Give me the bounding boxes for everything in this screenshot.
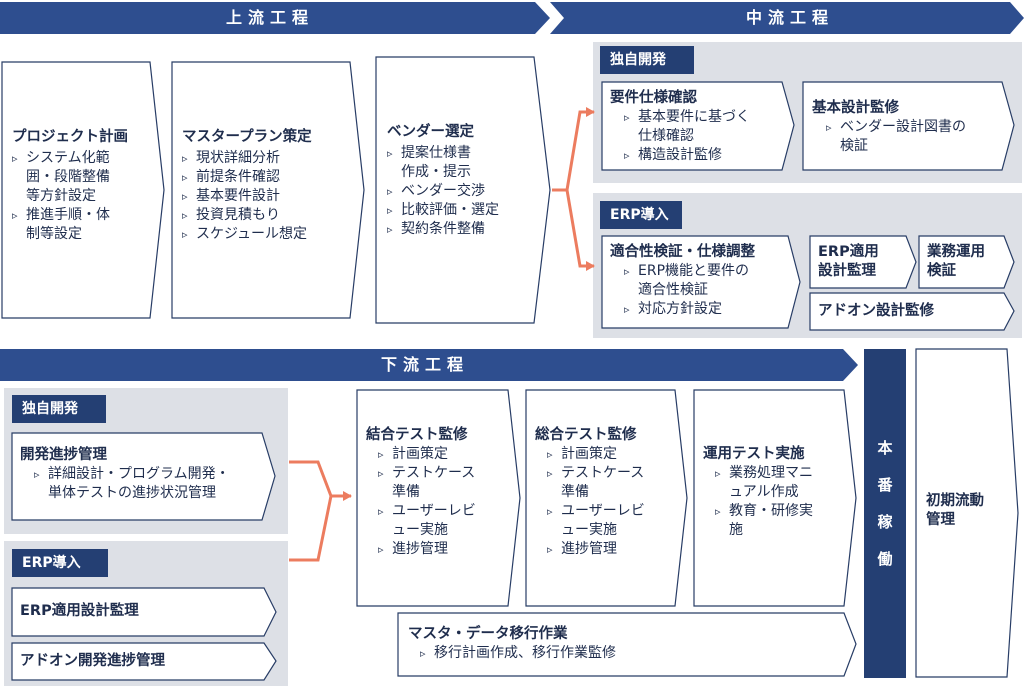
arrow-erp-to-integration: [289, 495, 333, 562]
migration-content: マスタ・データ移行作業 移行計画作成、移行作業監修: [408, 625, 838, 663]
addon-design-title: アドオン設計監修: [818, 303, 934, 319]
project-plan-item: 推進手順・体 制等設定: [12, 206, 152, 244]
system-test-item: テストケース 準備: [547, 464, 685, 502]
addon-progress-box: [11, 642, 277, 681]
project-plan-title: プロジェクト計画: [12, 129, 128, 145]
requirements-item: 基本要件に基づく 仕様確認: [624, 108, 786, 146]
system-test-content: 総合テスト監修 計画策定 テストケース 準備 ユーザーレビ ュー実施 進捗管理: [535, 426, 685, 559]
upstream-banner-label: 上流工程: [225, 8, 314, 27]
midstream-banner: [550, 2, 1024, 34]
requirements-item: 構造設計監修: [624, 146, 786, 165]
mid-erp-tag-label: ERP導入: [610, 207, 669, 223]
ops-check-box: [918, 235, 1015, 289]
arrow-vendor-to-fit: [552, 188, 595, 271]
integration-test-item: 計画策定: [378, 445, 516, 464]
down-custom-tag-label: 独自開発: [22, 401, 78, 417]
upstream-banner: [0, 2, 550, 34]
basic-design-content: 基本設計監修 ベンダー設計図書の 検証: [812, 99, 1008, 156]
integration-test-content: 結合テスト監修 計画策定 テストケース 準備 ユーザーレビ ュー実施 進捗管理: [366, 426, 516, 559]
addon-design-box: [809, 292, 1015, 331]
vendor-selection-content: ベンダー選定 提案仕様書 作成・提示 ベンダー交渉 比較評価・選定 契約条件整備: [387, 123, 537, 239]
go-live-label: 本 番 稼 働: [864, 430, 906, 578]
mid-custom-tag: [600, 46, 694, 74]
integration-test-item: 進捗管理: [378, 540, 516, 559]
integration-test-item: テストケース 準備: [378, 464, 516, 502]
fit-check-item: 対応方針設定: [624, 300, 796, 319]
requirements-title: 要件仕様確認: [610, 90, 697, 106]
go-live-char: 本: [877, 439, 893, 457]
system-test-title: 総合テスト監修: [535, 427, 637, 443]
dev-progress-item: 詳細設計・プログラム開発・ 単体テストの進捗状況管理: [34, 465, 270, 503]
addon-progress-title: アドオン開発進捗管理: [20, 653, 165, 669]
fit-check-content: 適合性検証・仕様調整 ERP機能と要件の 適合性検証 対応方針設定: [610, 243, 796, 319]
vendor-selection-title: ベンダー選定: [387, 124, 474, 140]
dev-progress-content: 開発進捗管理 詳細設計・プログラム開発・ 単体テストの進捗状況管理: [20, 446, 270, 503]
fit-check-title: 適合性検証・仕様調整: [610, 244, 755, 260]
operation-test-item: 業務処理マニ ュアル作成: [715, 464, 853, 502]
erp-design-title: ERP適用 設計監理: [818, 244, 879, 279]
go-live-char: 稼: [877, 513, 893, 531]
operation-test-content: 運用テスト実施 業務処理マニ ュアル作成 教育・研修実 施: [703, 445, 853, 540]
integration-test-item: ユーザーレビ ュー実施: [378, 502, 516, 540]
mid-custom-tag-label: 独自開発: [610, 52, 666, 68]
master-plan-item: 投資見積もり: [182, 206, 354, 225]
dev-progress-title: 開発進捗管理: [20, 447, 107, 463]
erp-design-supervision-box: [11, 587, 277, 637]
project-plan-item: システム化範 囲・段階整備 等方針設定: [12, 149, 152, 206]
downstream-banner-label: 下流工程: [380, 355, 469, 374]
system-test-item: 計画策定: [547, 445, 685, 464]
operation-test-item: 教育・研修実 施: [715, 502, 853, 540]
migration-title: マスタ・データ移行作業: [408, 626, 568, 642]
downstream-banner: [0, 349, 858, 381]
master-plan-item: スケジュール想定: [182, 225, 354, 244]
master-plan-item: 前提条件確認: [182, 168, 354, 187]
master-plan-content: マスタープラン策定 現状詳細分析 前提条件確認 基本要件設計 投資見積もり スケ…: [182, 128, 354, 244]
go-live-bar: [864, 349, 906, 678]
basic-design-item: ベンダー設計図書の 検証: [826, 118, 1008, 156]
master-plan-item: 現状詳細分析: [182, 149, 354, 168]
down-custom-tag: [12, 395, 106, 423]
system-test-item: ユーザーレビ ュー実施: [547, 502, 685, 540]
initial-management-box: [915, 348, 1019, 678]
vendor-item: ベンダー交渉: [387, 182, 537, 201]
master-plan-item: 基本要件設計: [182, 187, 354, 206]
vendor-item: 契約条件整備: [387, 220, 537, 239]
ops-check-title: 業務運用 検証: [927, 244, 985, 279]
requirements-content: 要件仕様確認 基本要件に基づく 仕様確認 構造設計監修: [610, 89, 786, 165]
integration-test-title: 結合テスト監修: [366, 427, 468, 443]
system-test-item: 進捗管理: [547, 540, 685, 559]
midstream-banner-label: 中流工程: [745, 8, 834, 27]
arrow-vendor-to-requirements: [552, 107, 595, 192]
go-live-char: 番: [877, 476, 893, 494]
arrow-progress-to-integration: [289, 460, 352, 501]
migration-item: 移行計画作成、移行作業監修: [420, 644, 838, 663]
mid-erp-tag: [600, 201, 682, 229]
erp-design-box: [809, 235, 917, 289]
master-plan-title: マスタープラン策定: [182, 129, 312, 145]
operation-test-title: 運用テスト実施: [703, 446, 805, 462]
go-live-char: 働: [877, 550, 893, 568]
down-erp-tag-label: ERP導入: [22, 555, 81, 571]
initial-management-title: 初期流動 管理: [926, 493, 984, 528]
fit-check-item: ERP機能と要件の 適合性検証: [624, 262, 796, 300]
vendor-item: 提案仕様書 作成・提示: [387, 144, 537, 182]
vendor-item: 比較評価・選定: [387, 201, 537, 220]
basic-design-title: 基本設計監修: [812, 100, 899, 116]
down-erp-tag: [12, 549, 108, 577]
project-plan-content: プロジェクト計画 システム化範 囲・段階整備 等方針設定 推進手順・体 制等設定: [12, 128, 152, 244]
erp-design-supervision-title: ERP適用設計監理: [20, 603, 139, 619]
